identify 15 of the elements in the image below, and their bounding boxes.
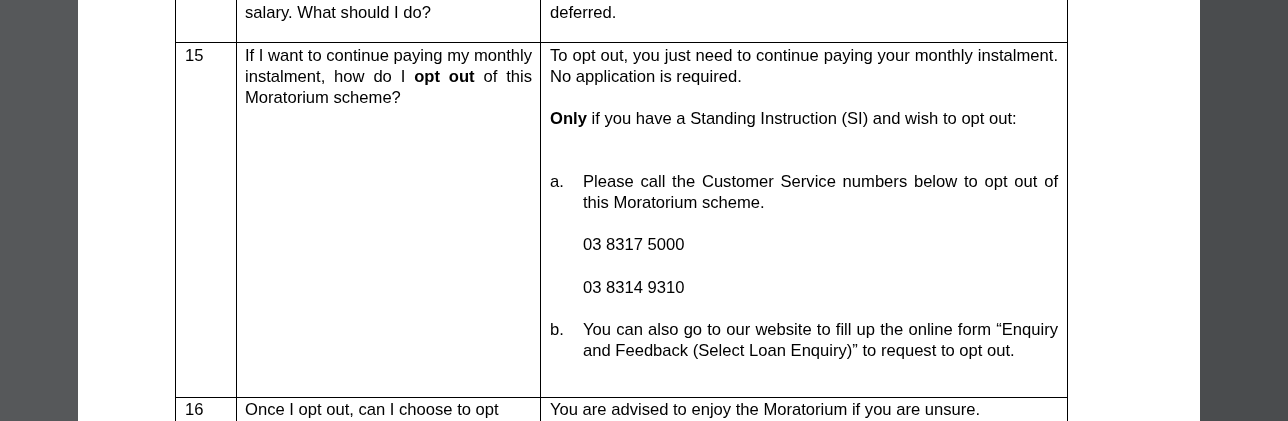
- row-number: 15: [185, 45, 204, 66]
- answer-text: You can also go to our website to fill up the online form “Enquiry and Feedback (Select Loan Enquiry)” to request to opt out.: [583, 319, 1058, 361]
- answer-text: You are advised to enjoy the Moratorium if you are unsure.: [550, 399, 981, 420]
- answer-text: Please call the Customer Service numbers below to opt out of this Moratorium scheme.: [583, 171, 1058, 213]
- answer-text: To opt out, you just need to continue paying your monthly instalment. No application is required.: [550, 45, 1058, 87]
- row-number: 16: [185, 399, 204, 420]
- answer-text: deferred.: [550, 2, 617, 23]
- answer-text: Only if you have a Standing Instruction (SI) and wish to opt out:: [550, 108, 1018, 129]
- phone-number: 03 8314 9310: [583, 277, 685, 298]
- phone-number: 03 8317 5000: [583, 234, 685, 255]
- question-text: salary. What should I do?: [245, 2, 431, 23]
- list-marker: a.: [550, 171, 564, 192]
- question-text: Once I opt out, can I choose to opt: [245, 399, 499, 420]
- list-marker: b.: [550, 319, 564, 340]
- question-text: If I want to continue paying my monthly instalment, how do I opt out of this Moratorium scheme?: [245, 45, 532, 108]
